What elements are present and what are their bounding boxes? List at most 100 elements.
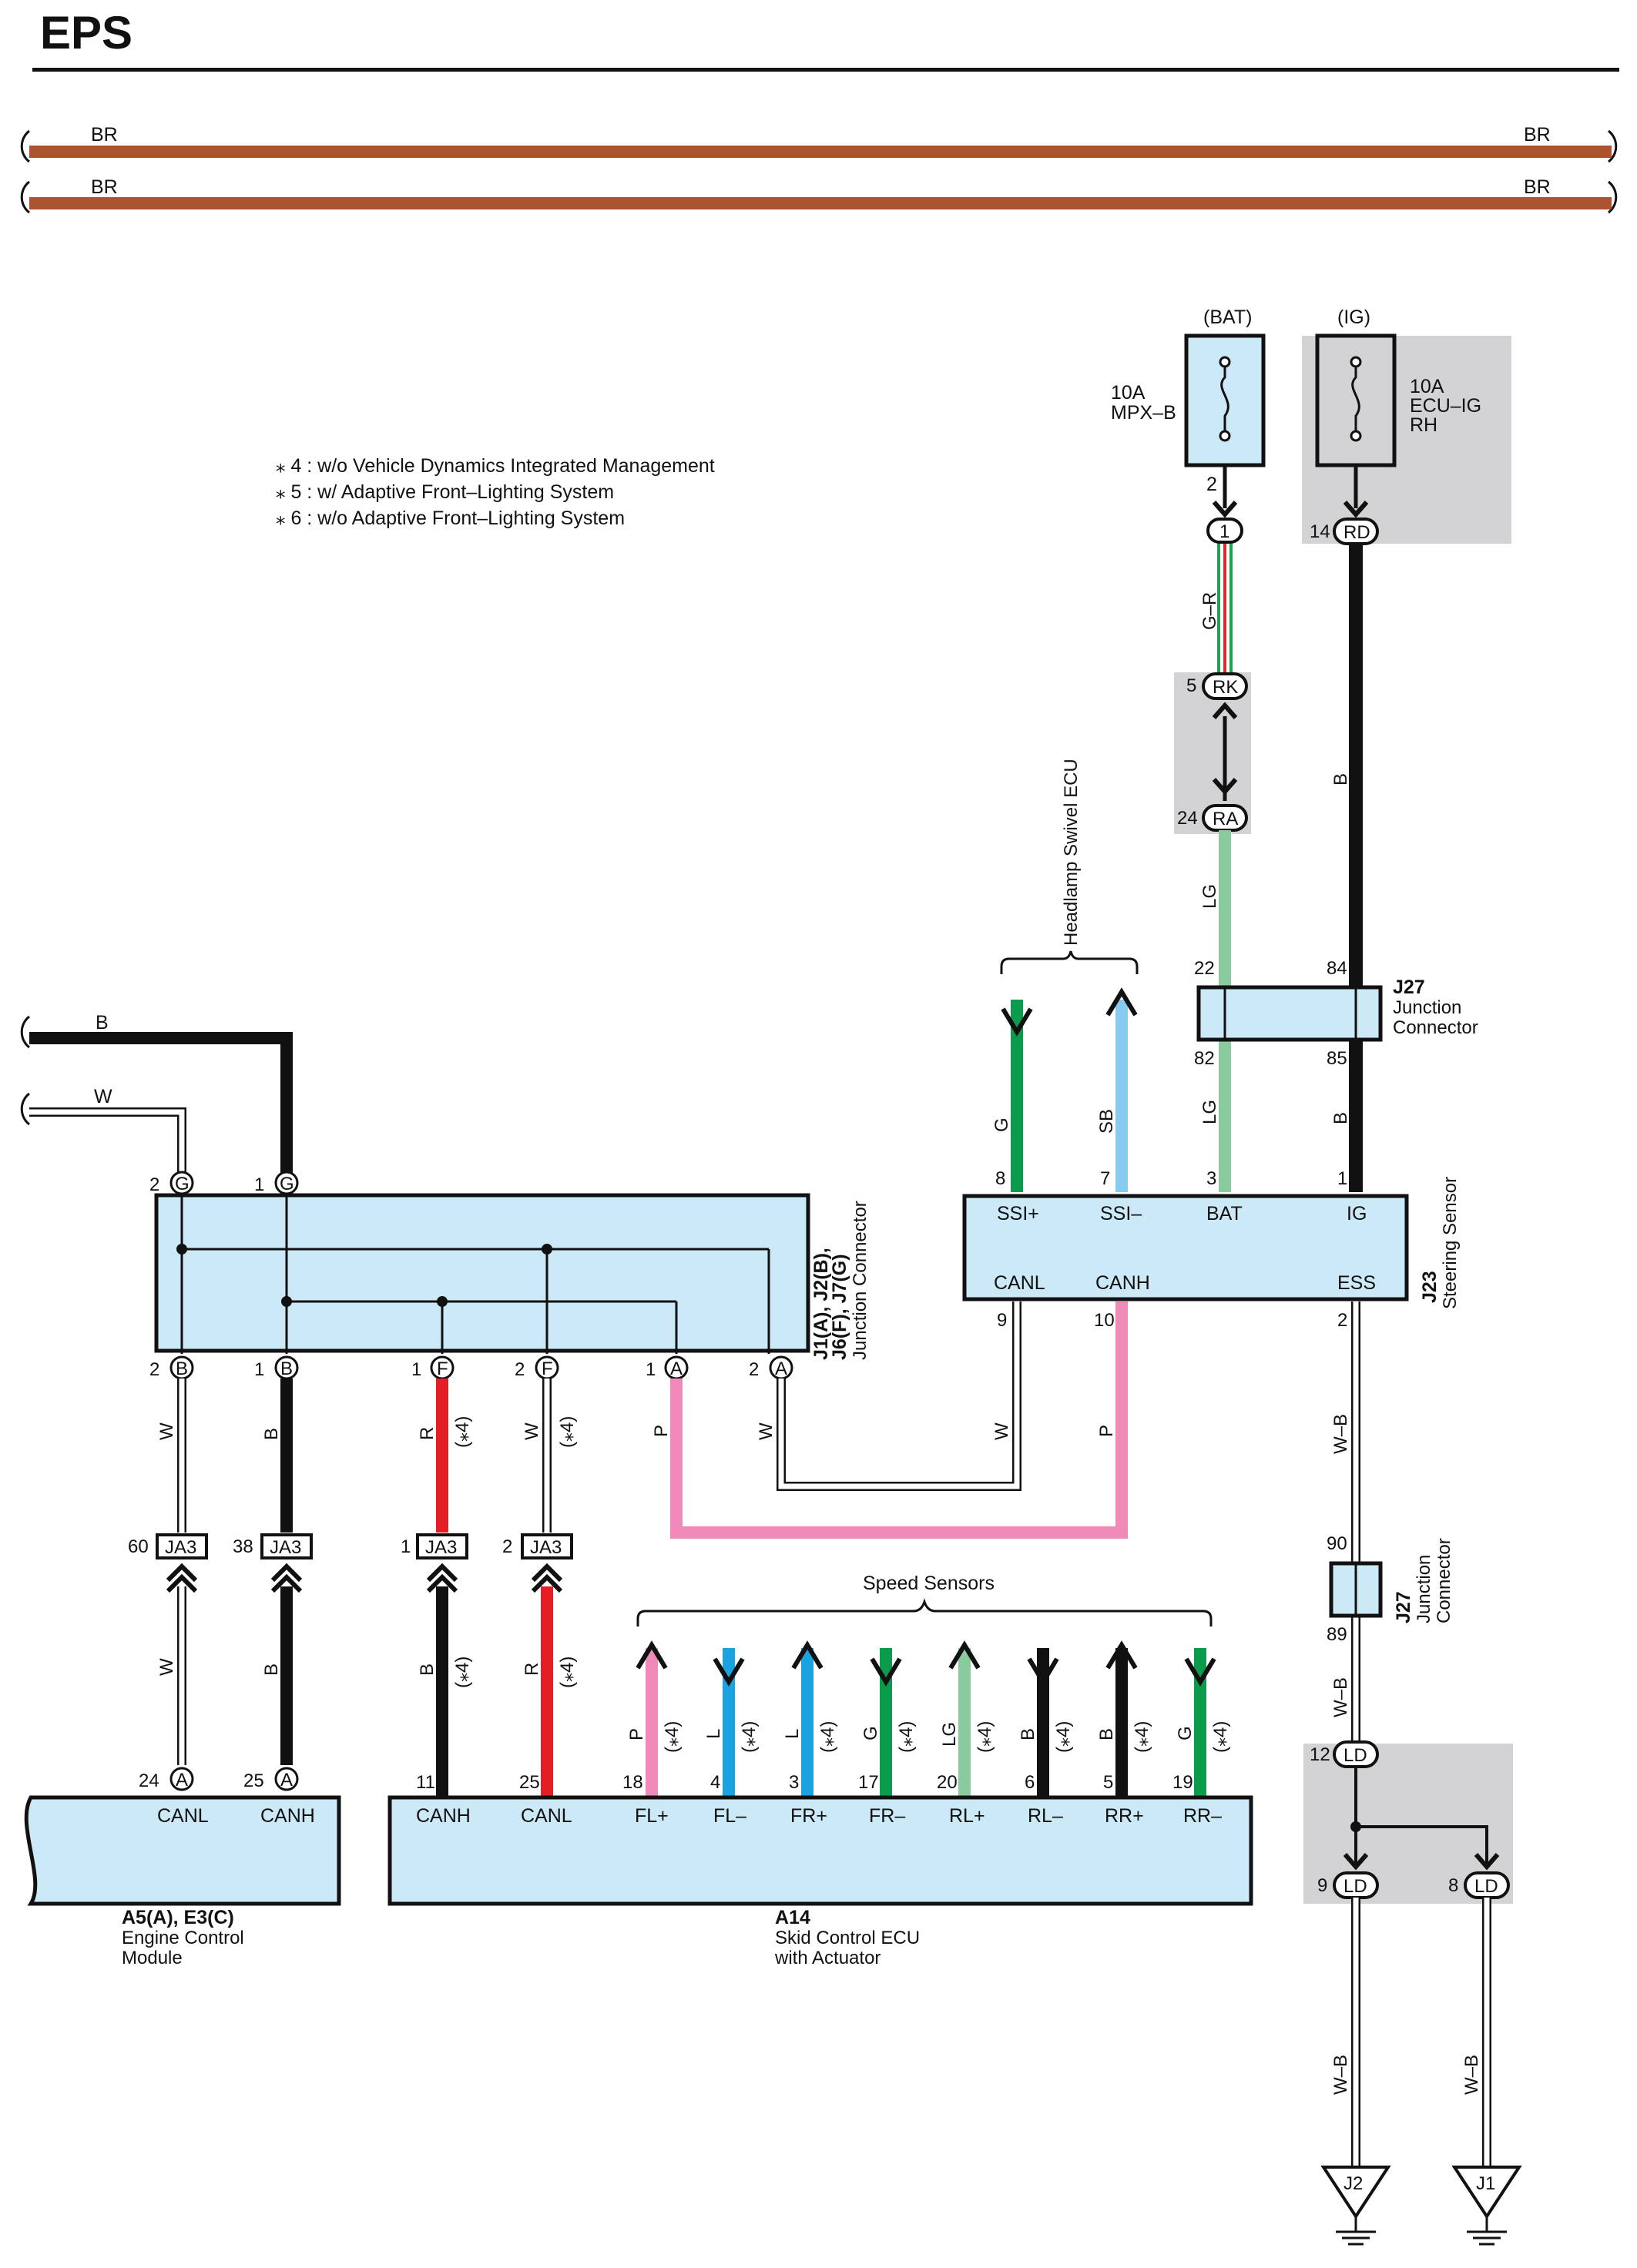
- input-w-label: W: [94, 1086, 112, 1107]
- ja3-connectors: 60 JA3 38 JA3 1 JA3 2 JA3: [128, 1533, 573, 1593]
- svg-text:W–B: W–B: [1330, 1677, 1351, 1717]
- svg-text:FL+: FL+: [635, 1805, 669, 1827]
- svg-text:89: 89: [1327, 1624, 1347, 1645]
- svg-text:R: R: [522, 1663, 542, 1676]
- svg-text:CANL: CANL: [521, 1805, 572, 1827]
- svg-text:W: W: [156, 1422, 177, 1440]
- svg-text:11: 11: [416, 1772, 435, 1793]
- svg-text:W–B: W–B: [1330, 2055, 1351, 2095]
- steering-sensor: 8 7 3 1 SSI+ SSI– BAT IG CANL CANH ESS 9…: [962, 1168, 1461, 1331]
- svg-text:1: 1: [254, 1174, 264, 1195]
- svg-text:Engine Control: Engine Control: [122, 1928, 244, 1948]
- fuse-mpx-name: MPX–B: [1111, 402, 1176, 424]
- svg-text:RR+: RR+: [1105, 1805, 1144, 1827]
- svg-text:J6(F), J7(G): J6(F), J7(G): [829, 1254, 850, 1360]
- ess-wb-wire: W–B W–B: [1330, 1302, 1360, 1748]
- svg-text:FL–: FL–: [713, 1805, 746, 1827]
- arrow-g: [1001, 1007, 1033, 1037]
- fuse-mpx-pin: 2: [1206, 474, 1217, 495]
- svg-text:RK: RK: [1213, 677, 1238, 698]
- speed-sensors-label: Speed Sensors: [863, 1573, 995, 1594]
- svg-text:LD: LD: [1343, 1876, 1367, 1897]
- connector-ra: 24 RA: [1177, 804, 1248, 832]
- input-b-label: B: [96, 1012, 109, 1033]
- junction-connector: 2 G 1 G 2 B 1 B 1 F 2: [149, 1171, 870, 1380]
- br-harness: BR BR BR BR: [20, 124, 1618, 214]
- wire-g-r: G–R: [1199, 465, 1233, 675]
- svg-text:A: A: [176, 1770, 188, 1791]
- svg-text:(⁎4): (⁎4): [557, 1416, 578, 1448]
- svg-text:G: G: [1175, 1726, 1196, 1740]
- svg-text:12: 12: [1310, 1744, 1330, 1765]
- svg-text:FR+: FR+: [790, 1805, 827, 1827]
- svg-text:F: F: [437, 1358, 448, 1379]
- svg-text:B: B: [176, 1358, 188, 1379]
- svg-text:RR–: RR–: [1183, 1805, 1222, 1827]
- svg-text:2: 2: [149, 1174, 159, 1195]
- svg-text:5: 5: [1186, 675, 1196, 696]
- svg-text:J27: J27: [1393, 1591, 1414, 1623]
- g-r-label: G–R: [1199, 592, 1220, 630]
- svg-text:RA: RA: [1213, 809, 1238, 829]
- svg-text:18: 18: [622, 1772, 643, 1793]
- svg-text:with Actuator: with Actuator: [774, 1948, 881, 1968]
- svg-text:8: 8: [995, 1168, 1005, 1189]
- ja3-lower-wires: W B B (⁎4) R (⁎4): [156, 1586, 578, 1797]
- svg-text:Junction: Junction: [1393, 997, 1461, 1018]
- svg-text:24: 24: [139, 1771, 159, 1791]
- fuse-ecu-ig-rh: (IG) 10A ECU–IG RH: [1315, 307, 1481, 467]
- svg-text:B: B: [261, 1663, 282, 1676]
- svg-text:A: A: [280, 1770, 293, 1791]
- svg-text:LD: LD: [1343, 1745, 1367, 1766]
- svg-text:J1(A), J2(B),: J1(A), J2(B),: [810, 1248, 832, 1360]
- svg-text:19: 19: [1172, 1772, 1193, 1793]
- svg-text:W–B: W–B: [1330, 1414, 1351, 1454]
- svg-text:Steering Sensor: Steering Sensor: [1440, 1177, 1461, 1309]
- svg-text:SSI–: SSI–: [1100, 1203, 1142, 1224]
- ld-connectors: 12 LD 9 LD 8 LD: [1310, 1740, 1510, 1899]
- speed-sensor-wires: P (⁎4) L (⁎4) L (⁎4) G (⁎4) LG (⁎4) B (⁎…: [626, 1640, 1231, 1797]
- svg-text:84: 84: [1327, 958, 1347, 979]
- svg-text:1: 1: [1219, 521, 1229, 542]
- svg-text:JA3: JA3: [270, 1537, 301, 1558]
- svg-text:B: B: [261, 1428, 282, 1440]
- svg-text:RL–: RL–: [1028, 1805, 1063, 1827]
- svg-text:JA3: JA3: [530, 1537, 562, 1558]
- svg-text:A14: A14: [775, 1907, 810, 1928]
- svg-text:85: 85: [1327, 1048, 1347, 1069]
- svg-text:B: B: [1096, 1728, 1117, 1740]
- svg-text:14: 14: [1310, 521, 1330, 542]
- svg-text:(⁎4): (⁎4): [896, 1721, 917, 1753]
- svg-text:B: B: [280, 1358, 293, 1379]
- left-inputs: B W: [20, 1012, 293, 1184]
- svg-text:W: W: [756, 1422, 777, 1440]
- br-label-2-right: BR: [1524, 176, 1551, 198]
- svg-text:(⁎4): (⁎4): [974, 1721, 995, 1753]
- svg-text:RD: RD: [1343, 522, 1370, 543]
- fuse-mpx-rating: 10A: [1111, 382, 1146, 404]
- svg-text:(⁎4): (⁎4): [452, 1416, 473, 1448]
- svg-text:25: 25: [519, 1772, 540, 1793]
- connector-oval-1: 1: [1206, 501, 1243, 544]
- bat-supply-label: (BAT): [1203, 307, 1252, 328]
- svg-text:(⁎4): (⁎4): [452, 1657, 473, 1688]
- svg-text:A: A: [775, 1358, 787, 1379]
- connector-rd: 14 RD: [1310, 465, 1379, 545]
- svg-text:J1: J1: [1476, 2173, 1495, 2194]
- svg-text:W–B: W–B: [1461, 2055, 1482, 2095]
- svg-text:(⁎4): (⁎4): [817, 1721, 838, 1753]
- ground-j1: J1: [1451, 2166, 1522, 2246]
- svg-text:P: P: [651, 1425, 672, 1437]
- ig-supply-label: (IG): [1337, 307, 1370, 328]
- svg-text:(⁎4): (⁎4): [557, 1657, 578, 1688]
- svg-text:2: 2: [515, 1359, 525, 1380]
- svg-text:BAT: BAT: [1206, 1203, 1243, 1224]
- svg-text:P: P: [626, 1728, 647, 1740]
- page-title: EPS: [40, 7, 133, 59]
- svg-text:Junction Connector: Junction Connector: [850, 1201, 870, 1360]
- svg-text:RL+: RL+: [949, 1805, 985, 1827]
- svg-text:20: 20: [937, 1772, 958, 1793]
- svg-text:G: G: [860, 1726, 881, 1740]
- svg-text:J27: J27: [1393, 977, 1425, 998]
- lg-label-lower: LG: [1199, 1100, 1220, 1124]
